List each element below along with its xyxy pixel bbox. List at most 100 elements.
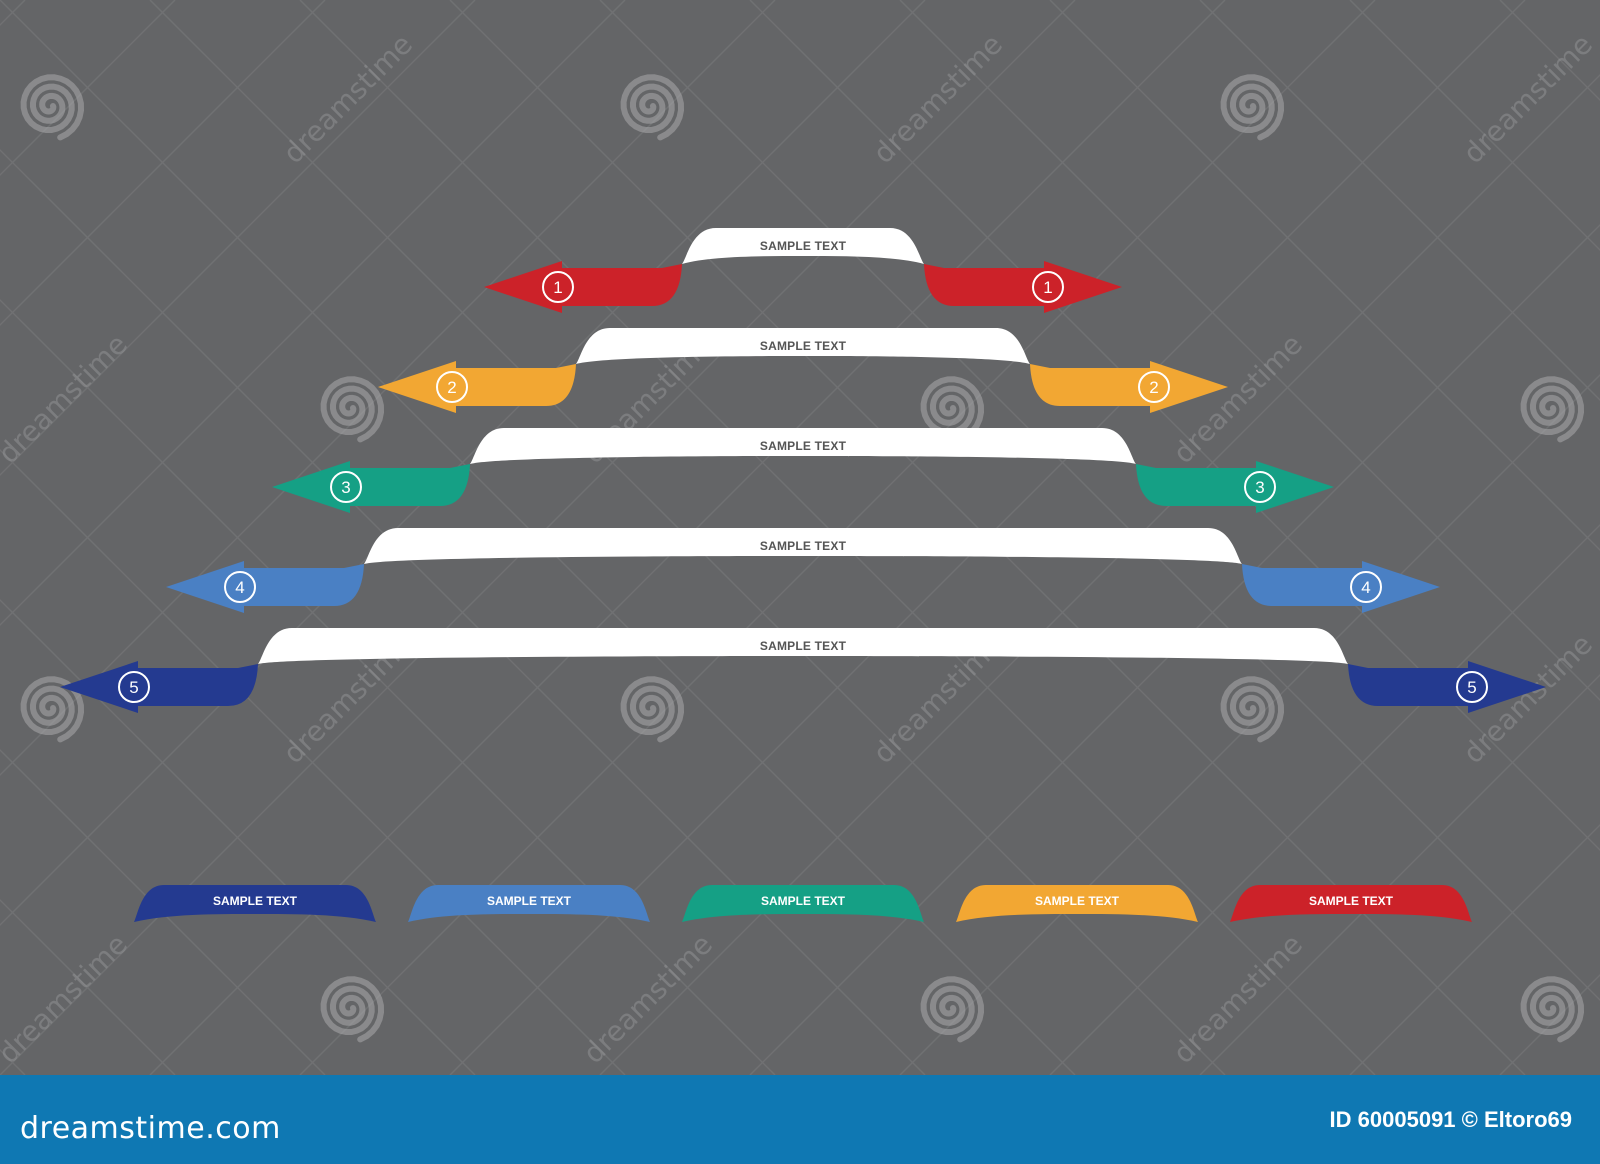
tier-number-left-5: 5 [129,678,138,697]
tier-number-right-3: 3 [1255,478,1264,497]
watermark-text: dreamstime [1167,928,1309,1070]
watermark-spiral-path [920,976,985,1043]
tier-arrow-right-2 [1030,361,1228,413]
tier-number-right-2: 2 [1149,378,1158,397]
watermark-spiral-icon [1520,976,1585,1043]
watermark-spiral-icon [620,676,685,743]
legend-tab-label-1: SAMPLE TEXT [213,894,298,908]
tier-arrow-right-1 [924,261,1122,313]
tier-number-right-4: 4 [1361,578,1370,597]
tier-band-1 [682,228,924,264]
legend-tab-2: SAMPLE TEXT [408,885,650,922]
watermark-spiral-icon [920,376,985,443]
legend-tab-shape-2 [408,885,650,922]
tier-badge-left-4 [224,571,256,603]
watermark-spiral-path [1220,74,1285,141]
tier-number-right-5: 5 [1467,678,1476,697]
footer-bar: dreamstime.com ID 60005091 © Eltoro69 [0,1075,1600,1164]
legend-tab-shape-1 [134,885,376,922]
legend-tab-label-4: SAMPLE TEXT [1035,894,1120,908]
watermark-spiral-path [320,376,385,443]
watermark-spiral-path [920,376,985,443]
watermark-line [0,0,476,477]
watermark-text: dreamstime [277,28,419,170]
watermark-spiral-path [1520,376,1585,443]
tier-band-4 [364,528,1242,564]
watermark-spiral-path [320,976,385,1043]
tier-arrow-left-3 [272,461,470,513]
tier-badge-right-1 [1032,271,1064,303]
tier-number-left-2: 2 [447,378,456,397]
tier-band-3 [470,428,1136,464]
legend-tab-4: SAMPLE TEXT [956,885,1198,922]
watermark-line [1199,0,1600,402]
watermark-text: dreamstime [0,328,134,470]
tier-arrow-right-5 [1348,661,1546,713]
watermark-line [0,1048,26,1075]
watermark-spiral-path [620,74,685,141]
legend-tab-label-2: SAMPLE TEXT [487,894,572,908]
legend-tab-shape-4 [956,885,1198,922]
watermark-line [1499,0,1600,102]
watermark-line [749,223,1600,1075]
tier-band-2 [576,328,1030,364]
legend-tab-shape-5 [1230,885,1472,922]
watermark-spiral-icon [620,74,685,141]
tier-arrow-right-3 [1136,461,1334,513]
legend-tab-shape-3 [682,885,924,922]
watermark-text: dreamstime [0,928,134,1070]
tier-2: SAMPLE TEXT 2 2 [378,328,1228,413]
tier-badge-left-5 [118,671,150,703]
watermark-line [1349,823,1600,1075]
legend-tab-1: SAMPLE TEXT [134,885,376,922]
footer-image-id: ID 60005091 © Eltoro69 [1329,1107,1572,1132]
watermark-line [0,0,26,27]
tier-label-2: SAMPLE TEXT [760,339,847,353]
tier-badge-right-5 [1456,671,1488,703]
legend-tab-5: SAMPLE TEXT [1230,885,1472,922]
watermark-text: dreamstime [867,28,1009,170]
watermark-spiral-path [20,74,85,141]
tier-badge-right-2 [1138,371,1170,403]
tier-3: SAMPLE TEXT 3 3 [272,428,1334,513]
tier-badge-right-4 [1350,571,1382,603]
watermark-spiral-icon [1520,376,1585,443]
tier-badge-right-3 [1244,471,1276,503]
tier-label-4: SAMPLE TEXT [760,539,847,553]
watermark-line [1349,0,1600,252]
watermark-spiral-icon [320,976,385,1043]
legend-tab-3: SAMPLE TEXT [682,885,924,922]
footer-brand: dreamstime.com [20,1111,281,1146]
watermark-line [0,0,326,327]
legend-tab-label-5: SAMPLE TEXT [1309,894,1394,908]
tier-number-right-1: 1 [1043,278,1052,297]
tier-number-left-1: 1 [553,278,562,297]
tier-label-1: SAMPLE TEXT [760,239,847,253]
tier-arrow-right-4 [1242,561,1440,613]
watermark-line [1499,973,1600,1075]
legend-tab-row: SAMPLE TEXT SAMPLE TEXT SAMPLE TEXT SAMPLE … [134,885,1472,922]
watermark-spiral-icon [320,376,385,443]
watermark-spiral-icon [20,676,85,743]
pyramid-diagram: dreamstime dreamstime dreamstime dreamstime… [0,0,1600,1075]
tier-number-left-3: 3 [341,478,350,497]
watermark-spiral-icon [20,74,85,141]
tier-badge-left-2 [436,371,468,403]
watermark-spiral-path [1220,676,1285,743]
watermark-spiral-path [1520,976,1585,1043]
legend-tab-label-3: SAMPLE TEXT [761,894,846,908]
watermark-text: dreamstime [1457,28,1599,170]
tier-label-3: SAMPLE TEXT [760,439,847,453]
watermark-spiral-icon [1220,676,1285,743]
watermark-line [0,0,626,627]
tier-arrow-left-4 [166,561,364,613]
tier-arrow-left-2 [378,361,576,413]
watermark-text: dreamstime [577,928,719,1070]
watermark-spiral-icon [1220,74,1285,141]
tier-arrow-left-5 [60,661,258,713]
watermark-line [1049,523,1600,1075]
